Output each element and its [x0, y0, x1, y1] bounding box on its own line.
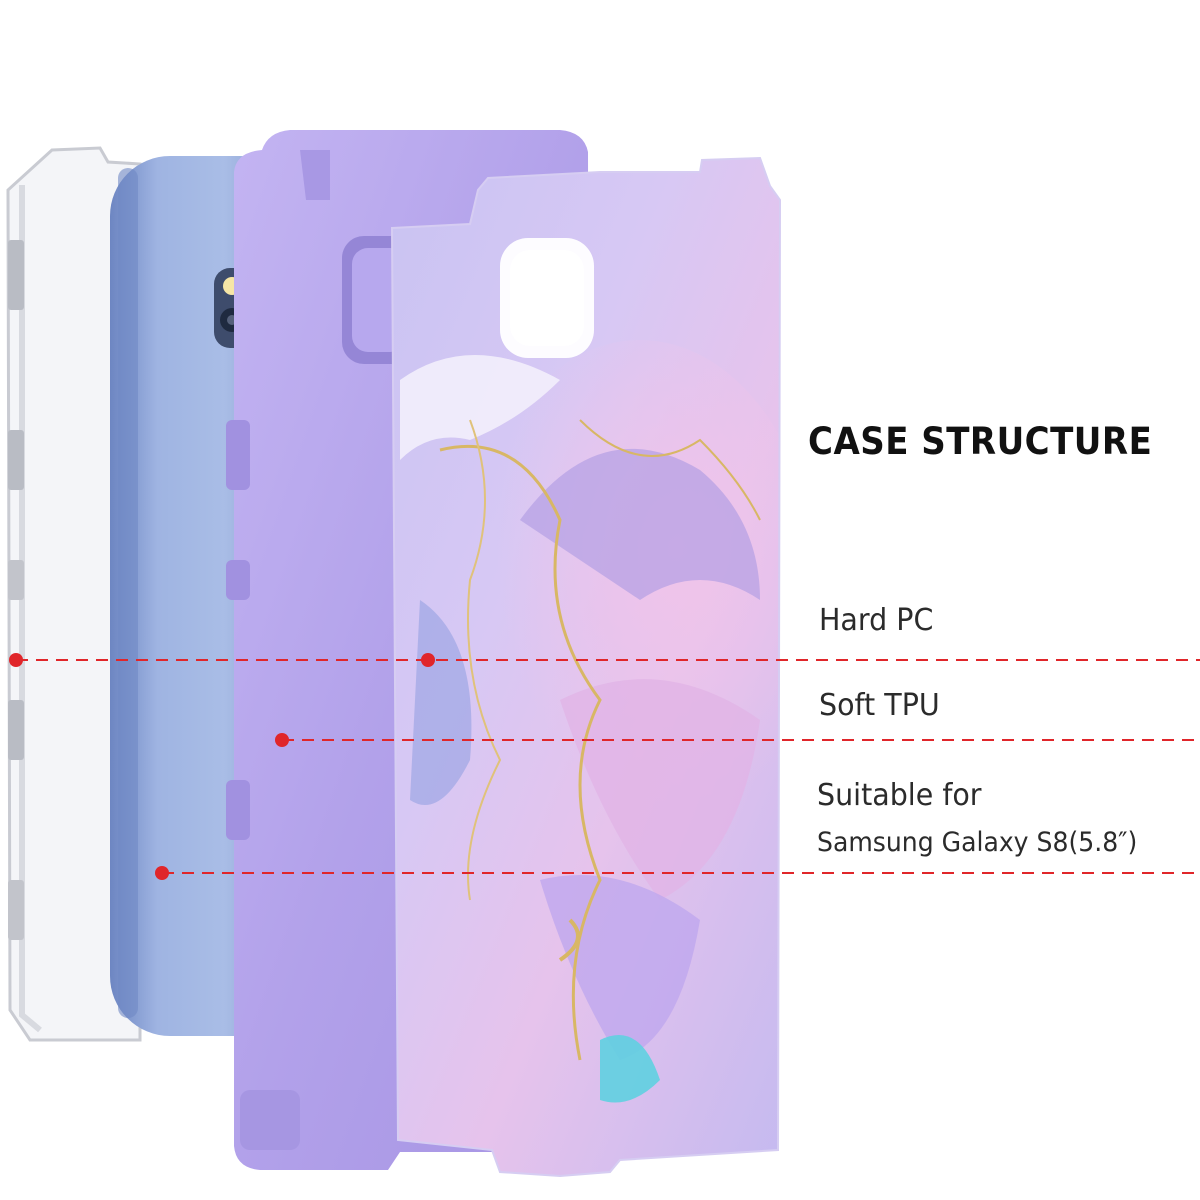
callout-hard-pc: [9, 653, 1200, 667]
page-title: CASE STRUCTURE: [808, 420, 1153, 463]
callout-soft-tpu: [275, 733, 1200, 747]
red-dot-marker: [275, 733, 289, 747]
red-dot-marker: [421, 653, 435, 667]
soft-tpu-label: Soft TPU: [819, 688, 940, 723]
red-dot-marker: [155, 866, 169, 880]
compatibility-label-line2: Samsung Galaxy S8(5.8″): [817, 827, 1138, 858]
hard-pc-shell: [390, 156, 782, 1178]
red-dot-marker: [9, 653, 23, 667]
clear-bumper-frame: [6, 146, 142, 1042]
pc-camera-cutout: [500, 238, 594, 358]
hard-pc-label: Hard PC: [819, 603, 934, 638]
callout-phone: [155, 866, 1200, 880]
compatibility-label-line1: Suitable for: [817, 778, 982, 813]
